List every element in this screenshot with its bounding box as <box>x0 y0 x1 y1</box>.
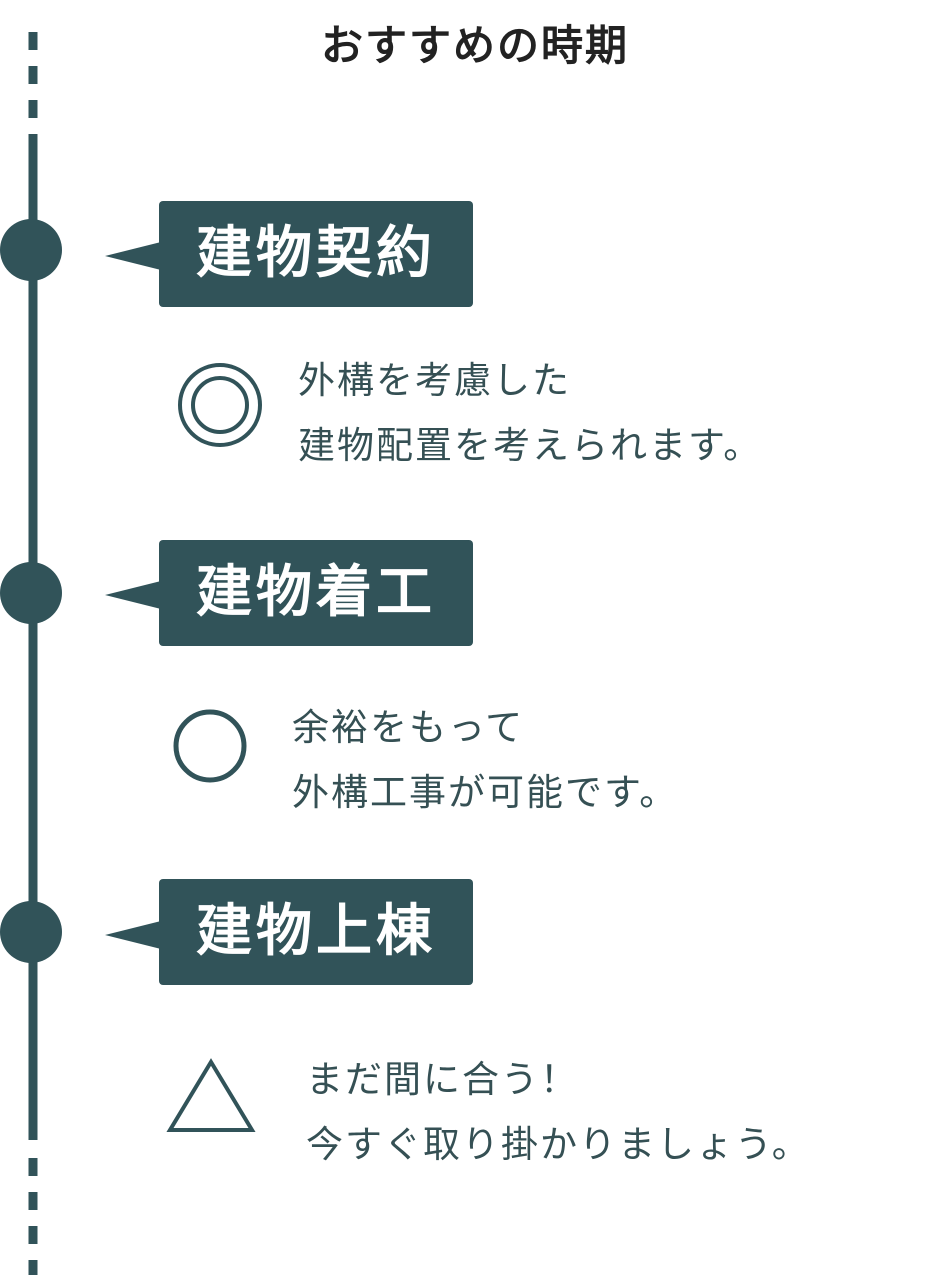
stage-description-2: 余裕をもって 外構工事が可能です。 <box>292 695 678 825</box>
stage-description-line: まだ間に合う！ <box>306 1058 579 1101</box>
stage-description-3: まだ間に合う！ 今すぐ取り掛かりましょう。 <box>306 1047 811 1177</box>
stage-description-line: 今すぐ取り掛かりましょう。 <box>306 1123 811 1166</box>
stage-description-line: 外構を考慮した <box>298 359 571 402</box>
stage-description-line: 余裕をもって <box>292 706 525 749</box>
timeline-node-2 <box>0 562 62 624</box>
stage-description-line: 建物配置を考えられます。 <box>298 424 763 467</box>
stage-description-1: 外構を考慮した 建物配置を考えられます。 <box>298 348 762 478</box>
timeline-node-3 <box>0 901 62 963</box>
double-circle-icon <box>178 363 262 447</box>
stage-pointer-1 <box>105 242 161 270</box>
page-title: おすすめの時期 <box>320 21 629 70</box>
timeline <box>0 32 62 1275</box>
stage-description-line: 外構工事が可能です。 <box>292 771 679 814</box>
stage-pointer-2 <box>105 581 161 609</box>
stage-label-contract: 建物契約 <box>159 201 473 307</box>
stage-label-framing: 建物上棟 <box>159 879 473 985</box>
triangle-icon <box>166 1058 256 1132</box>
timeline-node-1 <box>0 219 62 281</box>
stage-label-construction: 建物着工 <box>159 540 473 646</box>
stage-pointer-3 <box>105 921 161 949</box>
circle-icon <box>173 709 247 783</box>
